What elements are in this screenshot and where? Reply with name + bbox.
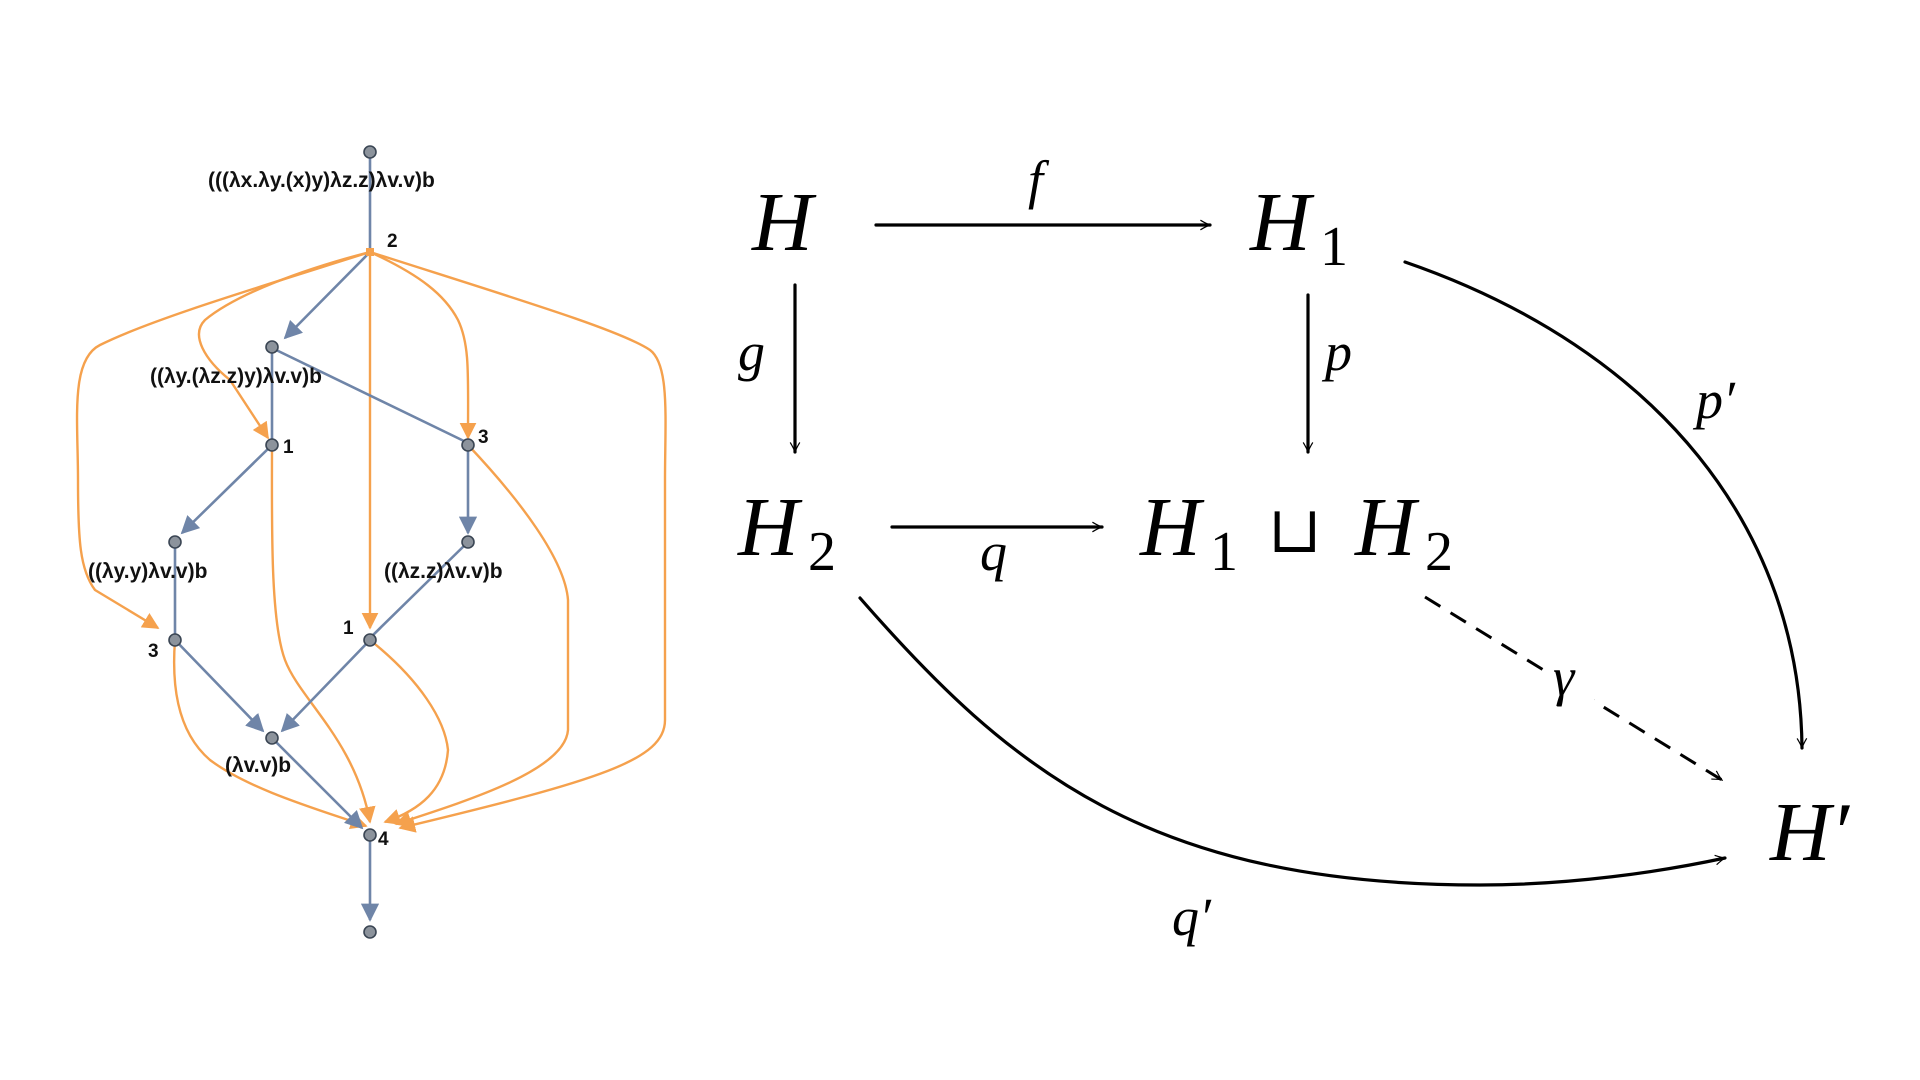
coproduct-left-base: H	[1139, 481, 1205, 574]
node-1b	[363, 633, 377, 647]
object-H2-sub: 2	[808, 521, 836, 583]
orange-edge-2-to-3-right	[369, 250, 477, 440]
label-q: q	[980, 522, 1007, 582]
gamma-label-backdrop	[1548, 656, 1594, 706]
blue-edge-1b-to-bottom	[280, 639, 371, 733]
step-label-3b: 3	[148, 641, 159, 662]
step-label-1a: 1	[283, 437, 294, 458]
object-H1-sub: 1	[1320, 216, 1348, 278]
blue-edge-3b-to-bottom	[174, 639, 265, 733]
term-label-root: (((λx.λy.(x)y)λz.z)λv.v)b	[208, 169, 435, 192]
orange-edge-2-to-1-left	[197, 250, 371, 440]
step-label-1b: 1	[343, 618, 354, 639]
orange-edge-1-to-4	[270, 444, 376, 824]
graph-nodes	[168, 145, 475, 939]
arrow-q-prime	[858, 596, 1725, 887]
node-right2	[461, 535, 475, 549]
object-H1-base: H	[1249, 176, 1315, 269]
object-H2-base: H	[737, 481, 803, 574]
term-label-right2: ((λz.z)λv.v)b	[384, 560, 503, 583]
orange-edge-3b-to-4	[172, 639, 368, 829]
node-3b	[168, 633, 182, 647]
coproduct-left-sub: 1	[1210, 521, 1238, 583]
node-3a	[461, 438, 475, 452]
step-label-2: 2	[387, 231, 398, 252]
label-p-prime: p′	[1692, 370, 1736, 430]
node-bottom	[265, 731, 279, 745]
object-H-prime: H′	[1769, 786, 1851, 879]
object-H: H	[751, 176, 817, 269]
blue-edge-2-to-left1	[283, 251, 371, 340]
object-coproduct: H 1 ⊔ H 2	[1139, 481, 1453, 583]
node-left1	[265, 340, 279, 354]
blue-edges	[173, 152, 478, 922]
label-p: p	[1321, 322, 1352, 382]
coproduct-right-sub: 2	[1425, 521, 1453, 583]
node-top	[363, 145, 377, 159]
arrow-p-prime	[1403, 260, 1802, 750]
node-left2	[168, 535, 182, 549]
blue-edge-bottom-to-4	[271, 737, 364, 830]
object-H1: H 1	[1249, 176, 1348, 278]
label-g: g	[738, 322, 765, 382]
term-label-left2: ((λy.y)λv.v)b	[88, 560, 207, 583]
coproduct-right-base: H	[1354, 481, 1420, 574]
orange-edge-3r-to-4	[394, 444, 570, 828]
coproduct-operator: ⊔	[1268, 494, 1322, 568]
step-label-3a: 3	[478, 427, 489, 448]
orange-edge-2-to-3-left	[75, 250, 371, 630]
orange-edge-2-to-4-right	[369, 250, 667, 833]
node-1a	[265, 438, 279, 452]
label-gamma: γ	[1553, 647, 1576, 707]
blue-edge-left1-to-3	[271, 346, 467, 444]
orange-edge-1b-to-4	[369, 639, 450, 826]
label-q-prime: q′	[1172, 887, 1212, 947]
reduction-graph: (((λx.λy.(x)y)λz.z)λv.v)b ((λy.(λz.z)y)λ…	[75, 145, 667, 939]
term-label-left1: ((λy.(λz.z)y)λv.v)b	[150, 365, 322, 388]
blue-edge-right2-to-1b	[369, 541, 469, 639]
node-end	[363, 925, 377, 939]
pushout-diagram: H H 1 H 2 H 1 ⊔ H 2 H′ f g p q p′ q′	[737, 150, 1851, 947]
term-label-bottom: (λv.v)b	[225, 754, 291, 777]
blue-edge-1-to-left2	[180, 444, 273, 535]
label-f: f	[1028, 150, 1050, 210]
node-2	[366, 248, 374, 256]
object-H2: H 2	[737, 481, 836, 583]
node-4	[363, 828, 377, 842]
orange-edges	[75, 250, 667, 833]
step-label-4: 4	[378, 829, 389, 850]
